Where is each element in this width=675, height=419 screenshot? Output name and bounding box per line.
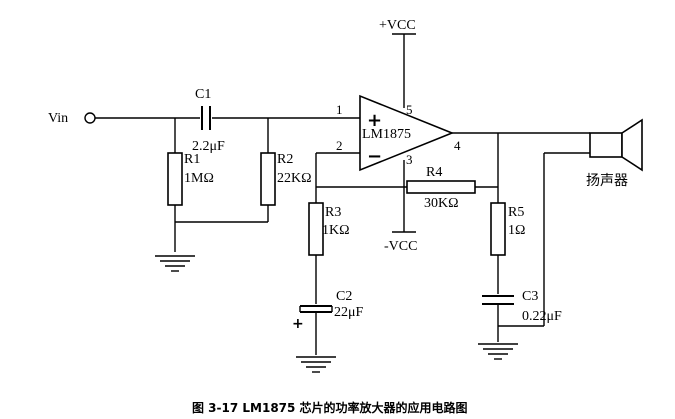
ground-symbol-2 xyxy=(296,356,336,373)
r3-name: R3 xyxy=(325,205,341,220)
lm1875-amplifier: + − LM1875 xyxy=(359,94,455,172)
c3-value: 0.22μF xyxy=(522,309,562,324)
pin-1-label: 1 xyxy=(336,102,343,117)
resistor-r5 xyxy=(490,202,506,294)
figure-caption: 图 3-17 LM1875 芯片的功率放大器的应用电路图 xyxy=(192,400,468,415)
vcc-positive-label: +VCC xyxy=(379,18,416,33)
inverting-input-wire xyxy=(315,152,407,203)
chip-label: LM1875 xyxy=(362,127,411,142)
r5-name: R5 xyxy=(508,205,524,220)
r2-value: 22KΩ xyxy=(277,171,312,186)
speaker-icon xyxy=(589,118,643,172)
capacitor-c2: + xyxy=(292,305,333,355)
noninverting-sign: + xyxy=(367,110,382,131)
r4-value: 30KΩ xyxy=(424,196,459,211)
pin-3-label: 3 xyxy=(406,152,413,167)
c1-value: 2.2μF xyxy=(192,139,225,154)
vin-terminal xyxy=(84,112,200,124)
pin-4-label: 4 xyxy=(454,138,461,153)
r4-name: R4 xyxy=(426,165,442,180)
resistor-r3 xyxy=(308,202,324,304)
output-wire xyxy=(452,132,590,203)
inverting-sign: − xyxy=(367,146,382,167)
resistor-r1 xyxy=(167,118,183,252)
ground-symbol-3 xyxy=(478,343,518,360)
r1-name: R1 xyxy=(184,152,200,167)
resistor-r2 xyxy=(175,118,276,223)
c2-polarity-sign: + xyxy=(292,316,304,332)
speaker-return-wire xyxy=(498,152,590,327)
c3-name: C3 xyxy=(522,289,538,304)
ground-symbol-1 xyxy=(155,255,195,272)
pin-5-label: 5 xyxy=(406,102,413,117)
vcc-negative xyxy=(392,160,416,233)
r5-value: 1Ω xyxy=(508,223,525,238)
capacitor-c1 xyxy=(201,106,360,130)
c1-name: C1 xyxy=(195,87,211,102)
capacitor-c3 xyxy=(482,295,514,342)
vcc-positive xyxy=(392,33,416,108)
resistor-r4 xyxy=(406,180,498,194)
vcc-negative-label: -VCC xyxy=(384,239,417,254)
c2-value: 22μF xyxy=(334,305,364,320)
r1-value: 1MΩ xyxy=(184,171,214,186)
r3-value: 1KΩ xyxy=(322,223,350,238)
r2-name: R2 xyxy=(277,152,293,167)
pin-2-label: 2 xyxy=(336,138,343,153)
speaker-label: 扬声器 xyxy=(586,173,628,189)
vin-label: Vin xyxy=(48,111,68,126)
c2-name: C2 xyxy=(336,289,352,304)
